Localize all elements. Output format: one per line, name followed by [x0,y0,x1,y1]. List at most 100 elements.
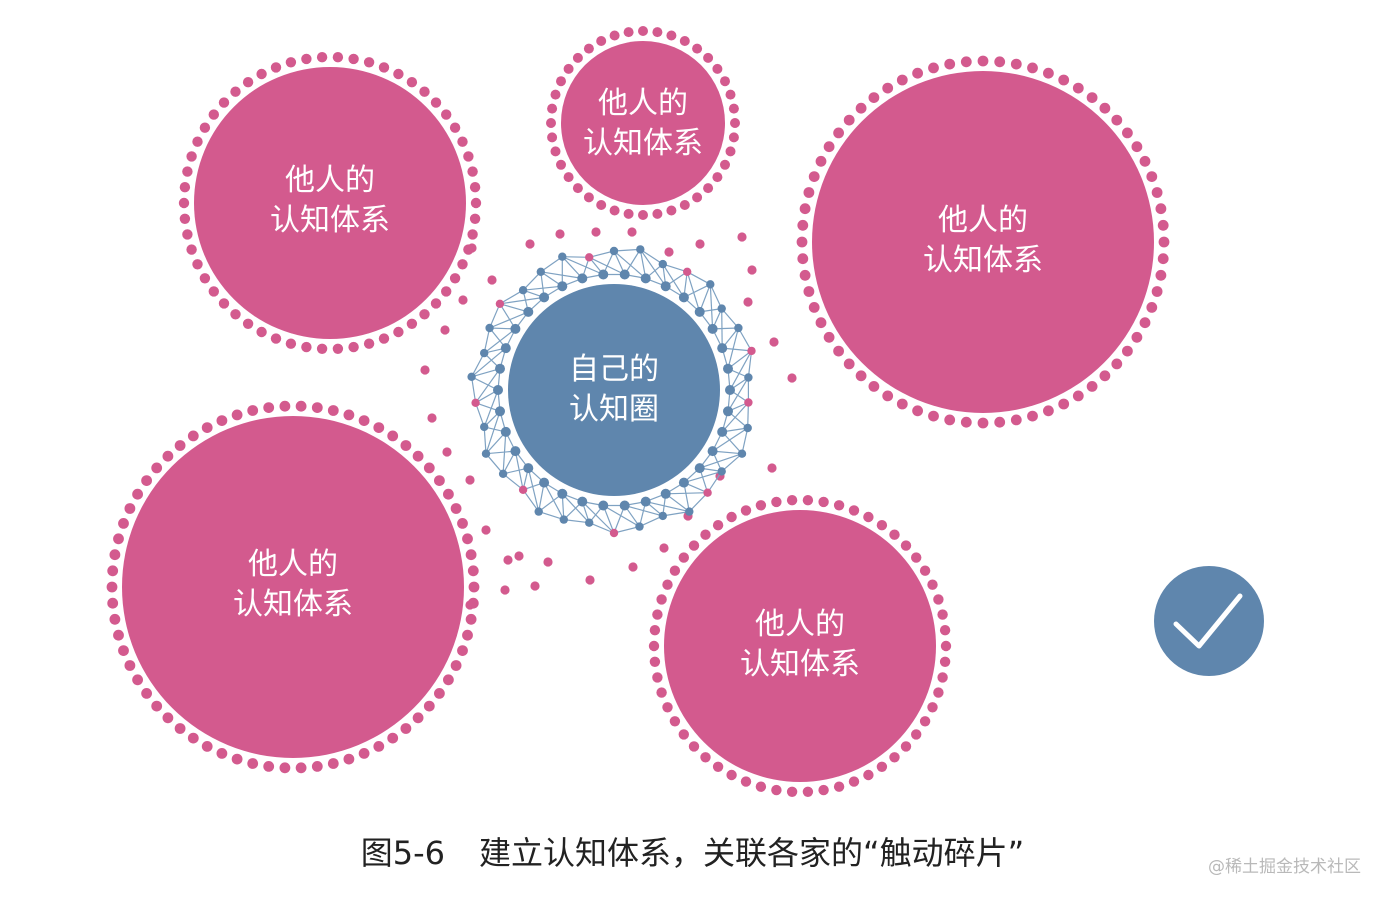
ring-dot [187,430,199,442]
ring-dot [430,97,442,108]
network-line [645,501,690,513]
ring-dot [199,122,211,133]
ring-dot [799,269,811,281]
ring-dot [332,343,344,354]
network-line [747,402,749,429]
fragment-dot [787,373,797,383]
self-dot [737,449,747,458]
ring-dot [1155,203,1167,215]
ring-dot [109,549,121,561]
ring-dot [434,475,445,486]
ring-dot [939,625,951,636]
self-dot [640,273,651,284]
ring-dot [911,552,922,563]
ring-dot [423,462,435,474]
network-line [688,492,709,513]
ring-dot [231,753,243,765]
self-dot [557,281,568,292]
self-dot [619,269,630,280]
others-label-line1: 他人的 [598,86,688,121]
ring-dot [467,166,478,177]
ring-dot [332,52,344,63]
ring-dot [387,430,399,442]
fragment-dot [465,475,475,485]
fragment-dot [695,239,705,249]
network-line [499,296,545,305]
ring-dot [912,67,923,79]
ring-dot [256,326,267,338]
ring-dot [755,781,767,792]
ring-dot [994,416,1006,428]
network-line [639,248,664,265]
fragment-dot [743,297,753,307]
network-line [485,411,501,454]
ring-dot [678,729,689,740]
self-dot [660,488,671,499]
network-line [475,402,485,428]
network-line [665,492,708,495]
ring-dot [457,259,468,270]
others-label-line1: 他人的 [285,163,375,198]
ring-dot [107,597,119,609]
self-dot [619,500,630,511]
network-line [686,271,711,285]
self-dot [539,477,550,488]
network-line [489,303,501,329]
ring-dot [467,565,479,577]
ring-dot [141,475,153,486]
ring-dot [928,410,939,422]
ring-dot [1111,114,1123,126]
ring-dot [720,159,730,170]
ring-dot [113,533,124,545]
ring-dot [179,182,191,193]
ring-dot [900,741,912,752]
self-dot [518,286,528,295]
network-line [741,427,749,454]
network-line [483,426,487,454]
ring-dot [285,338,297,349]
ring-dot [1043,67,1054,79]
self-dot [717,426,728,437]
fragment-dot [703,488,712,497]
fragment-dot [747,346,756,356]
ring-dot [343,409,355,421]
ring-dot [1122,345,1133,357]
ring-dot [679,200,690,210]
ring-dot [443,488,454,500]
ring-dot [712,172,723,183]
fragment-dot [585,253,594,262]
ring-dot [343,753,355,765]
ring-dot [141,688,153,699]
ring-dot [118,518,129,529]
network-line [747,350,753,378]
ring-dot [201,422,213,433]
ring-dot [712,761,724,772]
others-bubble-bottom-left: 他人的 认知体系 [106,400,480,774]
self-dot [609,246,619,256]
self-dot [640,496,651,507]
ring-dot [363,57,375,68]
ring-dot [843,114,855,126]
ring-dot [358,748,370,759]
ring-dot [348,341,359,353]
ring-dot [469,182,481,193]
fragment-dot [609,528,619,538]
ring-dot [919,716,931,727]
fragment-dot [585,575,595,585]
self-dot [660,281,671,292]
network-line [699,453,743,469]
network-line [540,256,563,273]
ring-dot [118,645,129,656]
ring-dot [406,318,418,329]
fragment-dot [683,267,692,276]
ring-dot [662,702,673,713]
ring-dot [939,656,951,667]
ring-dot [550,146,561,157]
ring-dot [797,219,809,231]
ring-dot [462,629,473,641]
network-line [712,427,749,452]
others-label-line2: 认知体系 [923,243,1043,278]
ring-dot [796,236,808,248]
ring-dot [848,505,860,516]
self-dot [678,292,689,303]
